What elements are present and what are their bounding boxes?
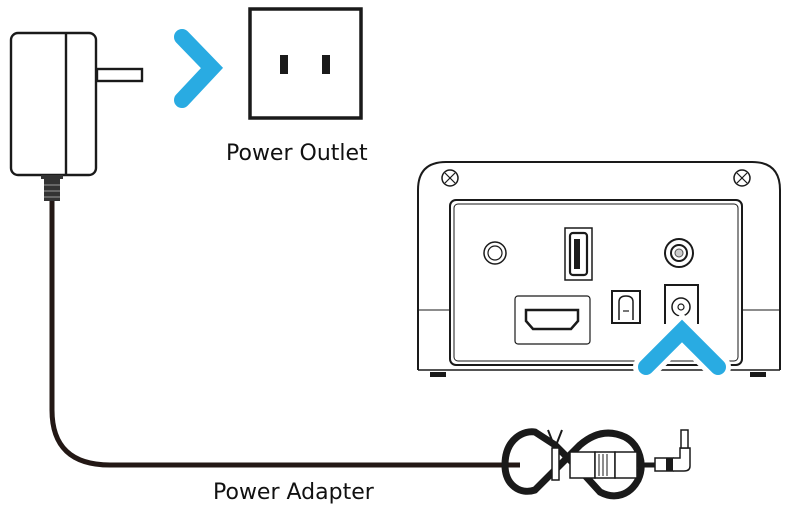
- screw-icon: [733, 169, 751, 187]
- power-outlet-label: Power Outlet: [226, 141, 368, 166]
- power-cable: [49, 201, 520, 468]
- optical-port-icon: [611, 290, 641, 324]
- power-outlet-icon: [248, 7, 363, 120]
- hdmi-port-icon: [514, 295, 591, 345]
- device-rear-panel: [417, 161, 781, 377]
- chevron-right-icon: [174, 29, 224, 108]
- power-adapter-label: Power Adapter: [213, 480, 374, 505]
- round-button-icon: [483, 241, 507, 265]
- usb-port-icon: [564, 227, 593, 281]
- audio-jack-icon: [664, 238, 694, 268]
- coiled-cable-icon: [501, 428, 691, 500]
- chevron-up-icon: [638, 319, 726, 375]
- screw-icon: [441, 169, 459, 187]
- power-adapter-icon: [9, 31, 144, 201]
